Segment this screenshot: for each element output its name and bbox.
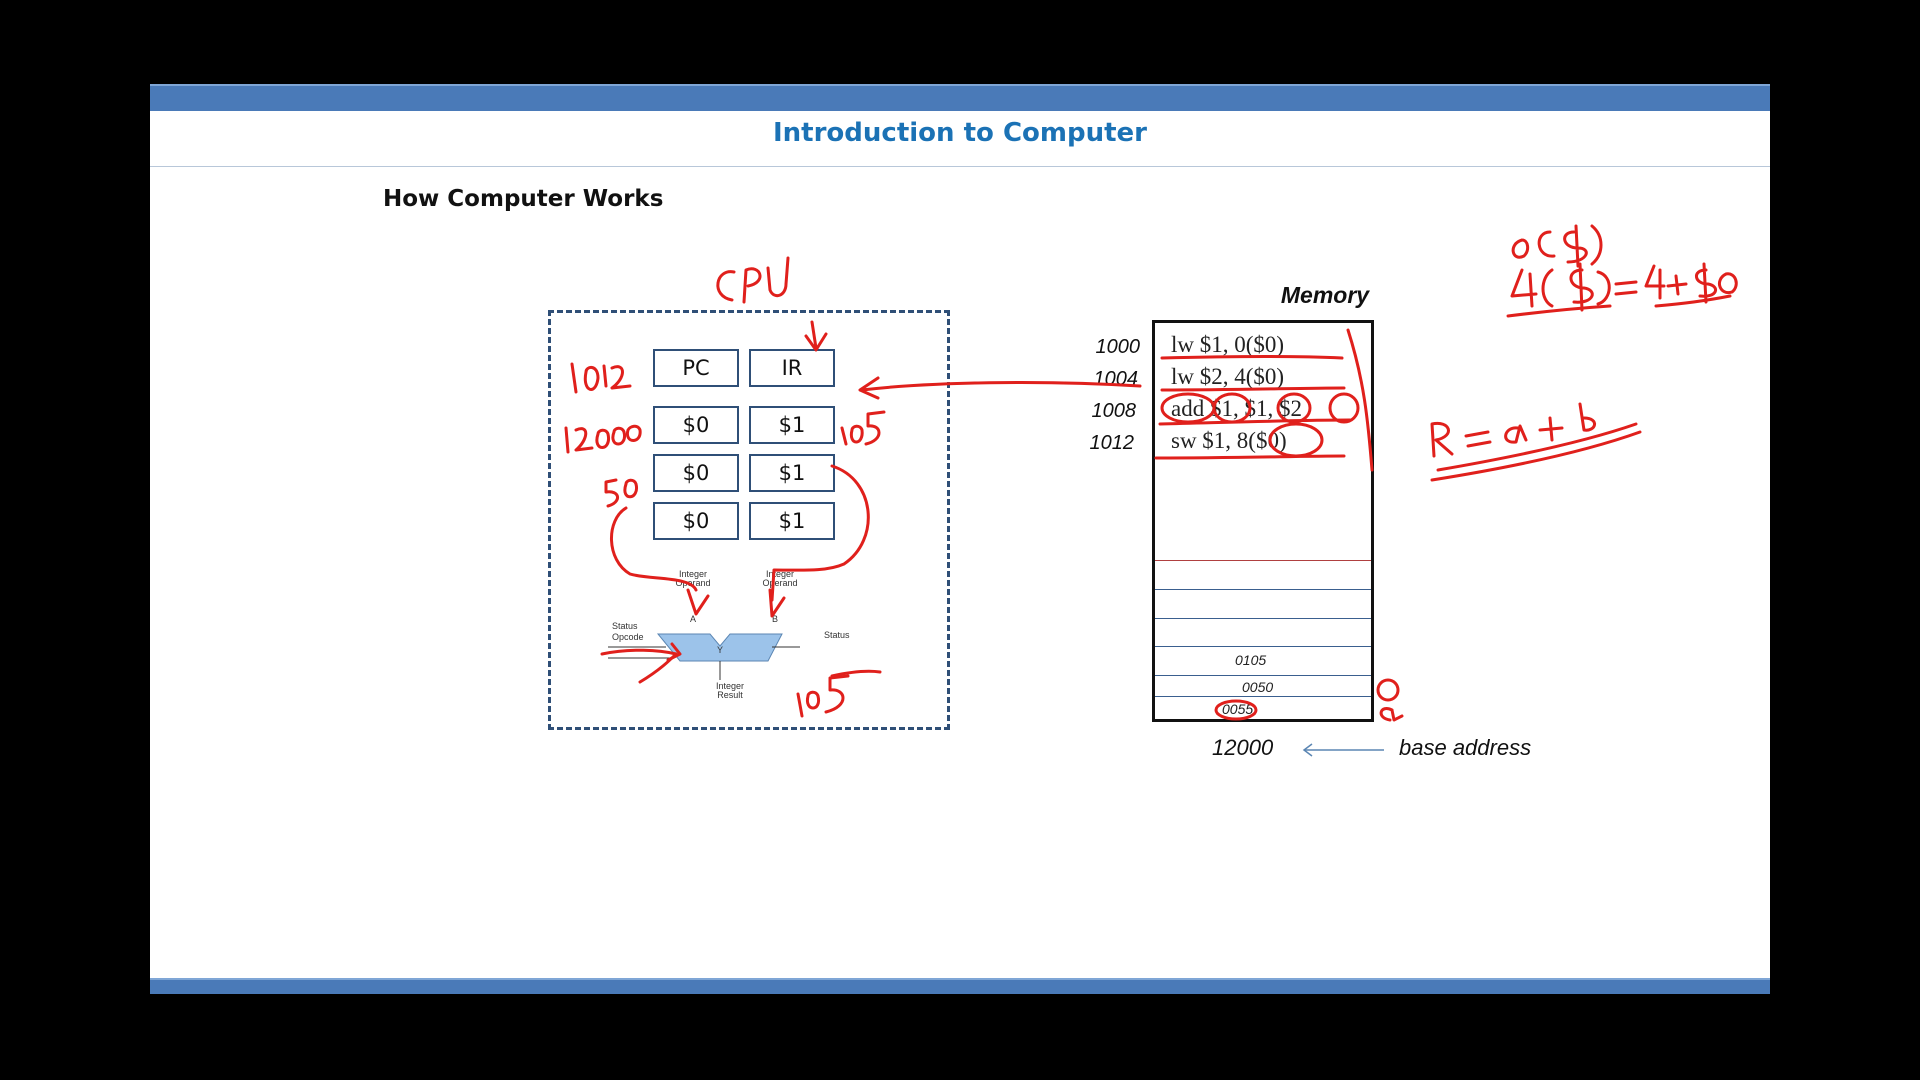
memory-address: 1012	[1089, 432, 1135, 454]
memory-cell-divider	[1155, 560, 1371, 561]
slide-title: Introduction to Computer	[773, 118, 1147, 148]
memory-cell-value: 0050	[1242, 679, 1274, 695]
memory-cell-divider	[1155, 646, 1371, 647]
left-arrow-icon	[1302, 743, 1384, 757]
instruction-line: lw $2, 4($0)	[1171, 364, 1285, 389]
memory-cell-divider	[1155, 589, 1371, 590]
cpu-box	[548, 310, 950, 730]
alu-result-label: Integer Result	[715, 681, 745, 700]
instruction-line: lw $1, 0($0)	[1171, 332, 1285, 357]
alu-shape	[656, 633, 783, 662]
alu-operand-b-label: Integer Operand	[762, 569, 798, 588]
base-address-label: base address	[1399, 735, 1532, 760]
base-address-value: 12000	[1212, 735, 1274, 760]
register-0: $0	[653, 502, 739, 540]
alu-operand-a-label: Integer Operand	[675, 569, 711, 588]
memory-box: lw $1, 0($0) lw $2, 4($0) add $1, $1, $2…	[1152, 320, 1374, 722]
memory-cell-value: 0055	[1222, 701, 1254, 717]
register-1: $1	[749, 502, 835, 540]
top-accent-bar	[150, 84, 1770, 111]
memory-cell-divider	[1155, 618, 1371, 619]
memory-title: Memory	[1280, 282, 1370, 308]
memory-address: 1008	[1091, 400, 1137, 422]
memory-cell-value: 0105	[1235, 652, 1267, 668]
alu-port-b-label: B	[772, 614, 779, 624]
register-1: $1	[749, 406, 835, 444]
register-ir: IR	[749, 349, 835, 387]
instruction-line: sw $1, 8($0)	[1171, 428, 1287, 453]
alu-status-in-label: Status	[612, 621, 638, 631]
slide: Introduction to Computer How Computer Wo…	[150, 84, 1770, 994]
register-1: $1	[749, 454, 835, 492]
register-0: $0	[653, 406, 739, 444]
memory-cell-divider	[1155, 696, 1371, 697]
memory-cell-divider	[1155, 675, 1371, 676]
alu-diagram	[608, 633, 800, 680]
alu-port-y-label: Y	[717, 645, 724, 655]
alu-status-out-label: Status	[824, 630, 850, 640]
register-pc: PC	[653, 349, 739, 387]
alu-opcode-label: Opcode	[612, 632, 644, 642]
alu-port-a-label: A	[690, 614, 697, 624]
memory-address: 1000	[1095, 336, 1141, 358]
bottom-accent-bar	[150, 978, 1770, 994]
slide-subtitle: How Computer Works	[383, 186, 664, 212]
title-divider	[150, 166, 1770, 167]
register-0: $0	[653, 454, 739, 492]
